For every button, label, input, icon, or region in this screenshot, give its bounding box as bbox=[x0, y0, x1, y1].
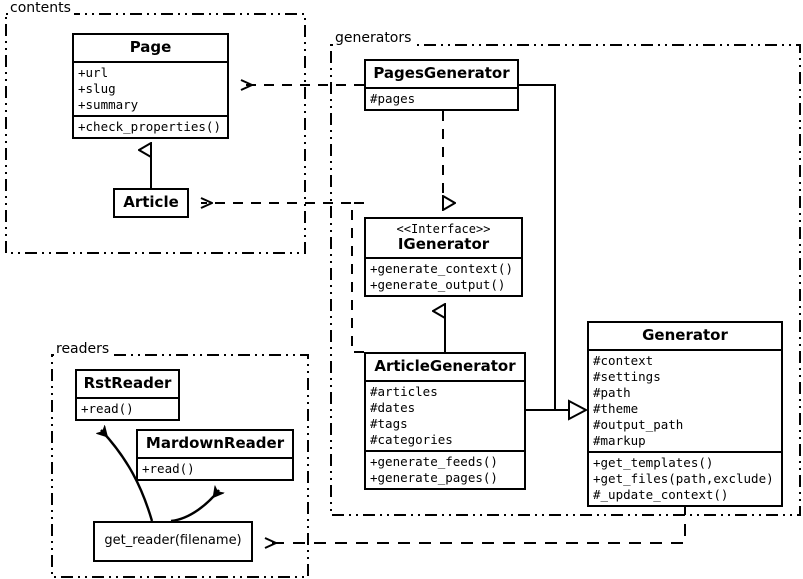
operation-item: +generate_pages() bbox=[370, 470, 498, 485]
operation-item: +get_templates() bbox=[593, 455, 714, 470]
operation-item: +read() bbox=[81, 401, 134, 416]
class-attributes-section: #articles #dates #tags #categories bbox=[366, 380, 524, 450]
attribute-item: #dates bbox=[370, 400, 416, 415]
class-operations-section: +read() bbox=[138, 457, 292, 479]
class-name-section: ArticleGenerator bbox=[366, 354, 524, 380]
attribute-item: +summary bbox=[78, 97, 139, 112]
class-box-rstreader[interactable]: RstReader +read() bbox=[75, 369, 180, 421]
operation-item: +get_files(path,exclude) bbox=[593, 471, 774, 486]
attribute-item: #articles bbox=[370, 384, 438, 399]
class-operations-section: +check_properties() bbox=[74, 115, 227, 137]
class-operations-section: +get_templates() +get_files(path,exclude… bbox=[589, 451, 781, 505]
class-title-articlegenerator: ArticleGenerator bbox=[374, 357, 516, 375]
relation-generator-depends-get-reader bbox=[265, 503, 686, 543]
class-name-section: Article bbox=[115, 190, 187, 216]
class-attributes-section: +url +slug +summary bbox=[74, 61, 227, 115]
class-name-section: RstReader bbox=[77, 371, 178, 397]
class-box-pagesgenerator[interactable]: PagesGenerator #pages bbox=[364, 59, 519, 111]
class-title-rstreader: RstReader bbox=[83, 374, 172, 392]
function-box-get-reader[interactable]: get_reader(filename) bbox=[93, 521, 253, 562]
operation-item: +check_properties() bbox=[78, 119, 221, 134]
class-name-section: <<Interface>> IGenerator bbox=[366, 219, 521, 257]
class-title-igenerator: IGenerator bbox=[397, 235, 490, 253]
relation-generators-generalize-generator bbox=[519, 84, 589, 421]
class-title-pagesgenerator: PagesGenerator bbox=[373, 64, 510, 82]
package-label-generators: generators bbox=[333, 31, 415, 46]
class-box-articlegenerator[interactable]: ArticleGenerator #articles #dates #tags … bbox=[364, 352, 526, 490]
class-box-page[interactable]: Page +url +slug +summary +check_properti… bbox=[72, 33, 229, 139]
class-name-section: PagesGenerator bbox=[366, 61, 517, 87]
class-operations-section: +read() bbox=[77, 397, 178, 419]
operation-item: #_update_context() bbox=[593, 487, 729, 502]
attribute-item: #categories bbox=[370, 432, 453, 447]
class-title-mardownreader: MardownReader bbox=[145, 434, 285, 452]
attribute-item: #tags bbox=[370, 416, 408, 431]
attribute-item: #markup bbox=[593, 433, 646, 448]
package-label-readers: readers bbox=[54, 342, 113, 357]
attribute-item: #pages bbox=[370, 91, 416, 106]
class-attributes-section: #pages bbox=[366, 87, 517, 109]
operation-item: +generate_feeds() bbox=[370, 454, 498, 469]
operation-item: +read() bbox=[142, 461, 195, 476]
package-label-contents: contents bbox=[8, 1, 74, 16]
attribute-item: #context bbox=[593, 353, 654, 368]
operation-item: +generate_output() bbox=[370, 277, 506, 292]
attribute-item: #settings bbox=[593, 369, 661, 384]
class-operations-section: +generate_context() +generate_output() bbox=[366, 257, 521, 295]
class-box-mardownreader[interactable]: MardownReader +read() bbox=[136, 429, 294, 481]
attribute-item: +slug bbox=[78, 81, 116, 96]
class-attributes-section: #context #settings #path #theme #output_… bbox=[589, 349, 781, 451]
class-title-article: Article bbox=[123, 193, 179, 211]
class-name-section: Generator bbox=[589, 323, 781, 349]
attribute-item: +url bbox=[78, 65, 109, 80]
operation-item: +generate_context() bbox=[370, 261, 513, 276]
class-operations-section: +generate_feeds() +generate_pages() bbox=[366, 450, 524, 488]
class-title-generator: Generator bbox=[642, 326, 728, 344]
attribute-item: #path bbox=[593, 385, 631, 400]
class-title-page: Page bbox=[129, 38, 172, 56]
class-name-section: Page bbox=[74, 35, 227, 61]
attribute-item: #output_path bbox=[593, 417, 684, 432]
class-box-igenerator[interactable]: <<Interface>> IGenerator +generate_conte… bbox=[364, 217, 523, 297]
attribute-item: #theme bbox=[593, 401, 639, 416]
class-box-article[interactable]: Article bbox=[113, 188, 189, 218]
relation-get-reader-calls-mardownreader bbox=[170, 490, 219, 523]
class-name-section: MardownReader bbox=[138, 431, 292, 457]
function-label-get-reader: get_reader(filename) bbox=[104, 533, 242, 548]
relation-articlegenerator-depends-article bbox=[201, 203, 364, 353]
class-box-generator[interactable]: Generator #context #settings #path #them… bbox=[587, 321, 783, 507]
class-stereotype-igenerator: <<Interface>> bbox=[396, 222, 491, 236]
